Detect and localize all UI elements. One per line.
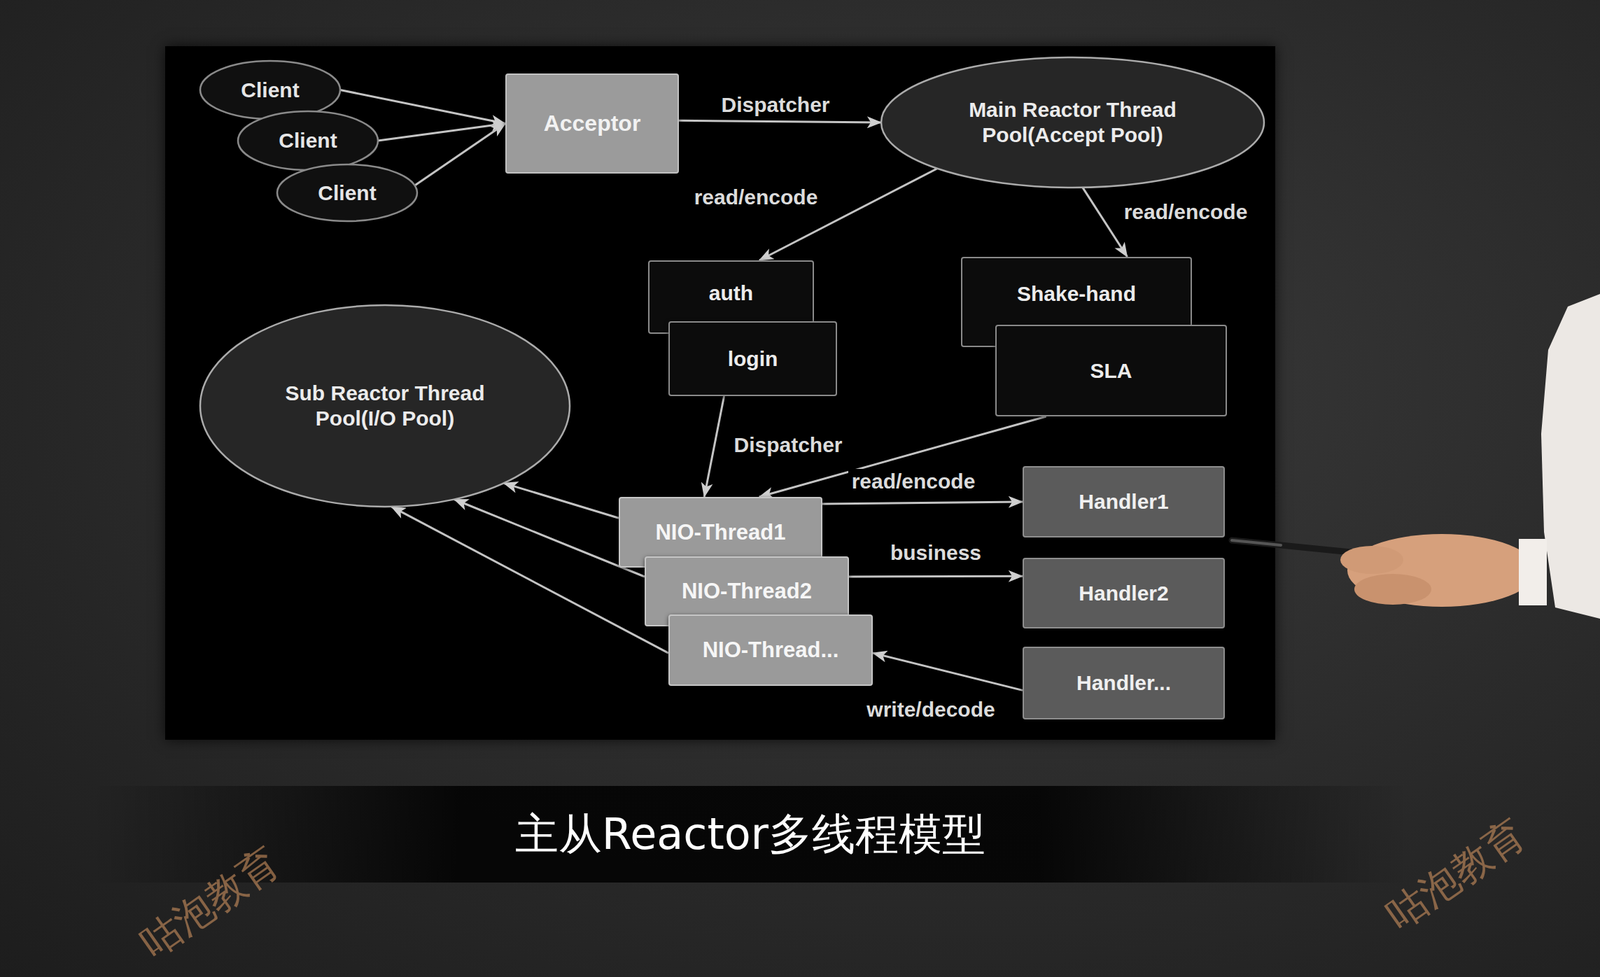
edge-label: business <box>886 540 985 566</box>
connector-arrow <box>822 501 1023 504</box>
presenter-cuff <box>1518 538 1547 606</box>
node-text: NIO-Thread1 <box>655 519 786 546</box>
handler-box: Handler... <box>1022 646 1225 720</box>
edge-label: write/decode <box>862 697 999 723</box>
connector-arrow <box>678 120 882 123</box>
handler-box: Handler1 <box>1022 466 1225 538</box>
client-ellipse: Client <box>275 163 419 223</box>
client-ellipse: Client <box>236 109 380 172</box>
edge-label: read/encode <box>848 468 980 495</box>
pointer-tip <box>1231 540 1281 546</box>
connector-arrow <box>848 575 1023 579</box>
presenter-shirt <box>1541 293 1600 619</box>
presenter-finger <box>1354 573 1432 605</box>
connector-arrow <box>415 123 506 187</box>
edge-label: read/encode <box>1120 199 1252 225</box>
node-text: NIO-Thread... <box>702 636 840 663</box>
connector-arrow <box>340 90 506 124</box>
ellipse-outline <box>879 55 1266 189</box>
node-text: NIO-Thread2 <box>681 578 812 605</box>
pool-ellipse: Sub Reactor Thread Pool(I/O Pool) <box>198 303 572 509</box>
node-text: SLA <box>1090 358 1133 384</box>
node-text: Sub Reactor Thread Pool(I/O Pool) <box>258 380 511 432</box>
node-text: Client <box>240 77 299 103</box>
acceptor-box: Acceptor <box>505 73 679 174</box>
presenter-finger <box>1340 545 1404 574</box>
edge-label: Dispatcher <box>717 92 833 118</box>
slide-caption: 主从Reactor多线程模型 <box>515 810 986 859</box>
watermark: 咕泡教育 <box>134 841 286 964</box>
node-text: Client <box>317 180 376 206</box>
node-text: Acceptor <box>543 109 642 137</box>
connector-arrow <box>759 168 938 261</box>
pool-ellipse: Main Reactor Thread Pool(Accept Pool) <box>879 55 1266 189</box>
node-text: Handler1 <box>1078 489 1169 515</box>
connector-arrow <box>872 653 1023 691</box>
thread-box: NIO-Thread... <box>668 614 873 686</box>
handler-box: Handler2 <box>1022 557 1225 629</box>
connector-arrow <box>377 123 506 142</box>
edge-label: Dispatcher <box>730 432 846 458</box>
node-text: Shake-hand <box>1016 281 1136 307</box>
watermark: 咕泡教育 <box>1380 813 1532 936</box>
node-text: login <box>727 346 779 372</box>
node-text: Handler... <box>1076 670 1171 696</box>
node-text: Client <box>278 128 337 154</box>
node-text: Handler2 <box>1078 580 1169 607</box>
node-text: Main Reactor Thread Pool(Accept Pool) <box>943 97 1203 148</box>
edge-label: read/encode <box>690 184 822 210</box>
ellipse-outline <box>198 303 572 509</box>
process-box: SLA <box>995 324 1227 417</box>
connector-arrow <box>704 396 724 497</box>
connector-arrow <box>454 499 645 577</box>
connector-arrow <box>503 482 619 518</box>
process-box: login <box>668 321 838 397</box>
node-text: auth <box>709 280 754 306</box>
